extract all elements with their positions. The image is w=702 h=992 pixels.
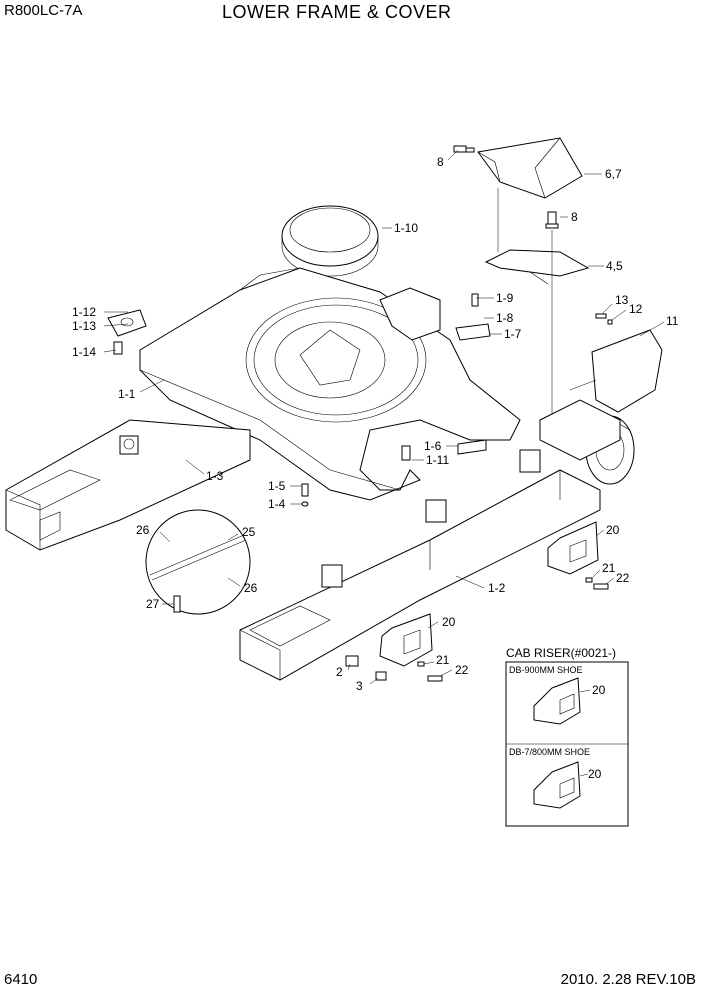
callout-label: 1-3 — [206, 469, 224, 483]
callout-label: 6,7 — [605, 167, 622, 181]
callout-label: 1-13 — [72, 319, 96, 333]
callout-label: 1-10 — [394, 221, 418, 235]
callout-label: 20 — [592, 683, 606, 697]
step-bracket-part — [547, 521, 599, 575]
callout-label: 22 — [455, 663, 469, 677]
plate-part — [301, 293, 491, 507]
callout-label: 1-5 — [268, 479, 286, 493]
callout-label: 1-8 — [496, 311, 514, 325]
callout-label: 3 — [356, 679, 363, 693]
callout-label: 11 — [666, 314, 679, 328]
inset-panel-caption: DB-900MM SHOE — [509, 665, 583, 675]
callout-label: 21 — [436, 653, 450, 667]
callout-label: 1-11 — [426, 453, 449, 467]
inset-panel-caption: DB-7/800MM SHOE — [509, 747, 590, 757]
right-track-frame-part — [239, 399, 621, 681]
step-bracket-part — [533, 677, 581, 725]
model-code: R800LC-7A — [4, 2, 83, 19]
left-track-frame-part — [5, 419, 251, 551]
cover-bracket-part — [484, 249, 590, 285]
callout-label: 1-4 — [268, 497, 286, 511]
callout-label: 1-2 — [488, 581, 506, 595]
callout-label: 1-14 — [72, 345, 96, 359]
callout-label: 1-1 — [118, 387, 136, 401]
callout-label: 25 — [242, 525, 256, 539]
leader-lines — [103, 149, 665, 685]
callout-label: 26 — [136, 523, 150, 537]
callout-label: 22 — [616, 571, 630, 585]
round-cover-part — [145, 509, 251, 615]
callout-label: 27 — [146, 597, 160, 611]
date-revision: 2010. 2.28 REV.10B — [560, 971, 696, 988]
page-number: 6410 — [4, 971, 38, 988]
callout-label: 1-9 — [496, 291, 514, 305]
bearing-ring-part — [281, 205, 379, 277]
step-bracket-part — [533, 761, 581, 809]
callout-label: 8 — [571, 210, 578, 224]
callout-label: 20 — [606, 523, 620, 537]
callout-label: 26 — [244, 581, 258, 595]
callout-label: 12 — [629, 302, 643, 316]
callout-label: 13 — [615, 293, 629, 307]
bolt-part — [545, 211, 559, 229]
cover-part — [477, 137, 583, 199]
side-cover-part — [591, 329, 663, 413]
callout-label: 20 — [588, 767, 602, 781]
callout-label: 1-7 — [504, 327, 522, 341]
callout-label: 2 — [336, 665, 343, 679]
cab-riser-inset: CAB RISER(#0021-) DB-900MM SHOE DB-7/800… — [505, 646, 629, 827]
callout-labels: 8 6,7 8 4,5 13 12 11 1-10 1-9 1-8 1-7 1-… — [72, 155, 679, 693]
inset-title: CAB RISER(#0021-) — [506, 646, 616, 660]
callout-label: 20 — [442, 615, 456, 629]
callout-label: 21 — [602, 561, 616, 575]
bolt-part — [453, 145, 475, 153]
callout-label: 8 — [437, 155, 444, 169]
step-bracket-part — [379, 613, 433, 667]
motor-housing-part — [379, 287, 635, 485]
callout-label: 1-12 — [72, 305, 96, 319]
flange-part — [107, 309, 147, 355]
callout-label: 1-6 — [424, 439, 442, 453]
page-title: LOWER FRAME & COVER — [222, 2, 452, 22]
callout-label: 4,5 — [606, 259, 623, 273]
